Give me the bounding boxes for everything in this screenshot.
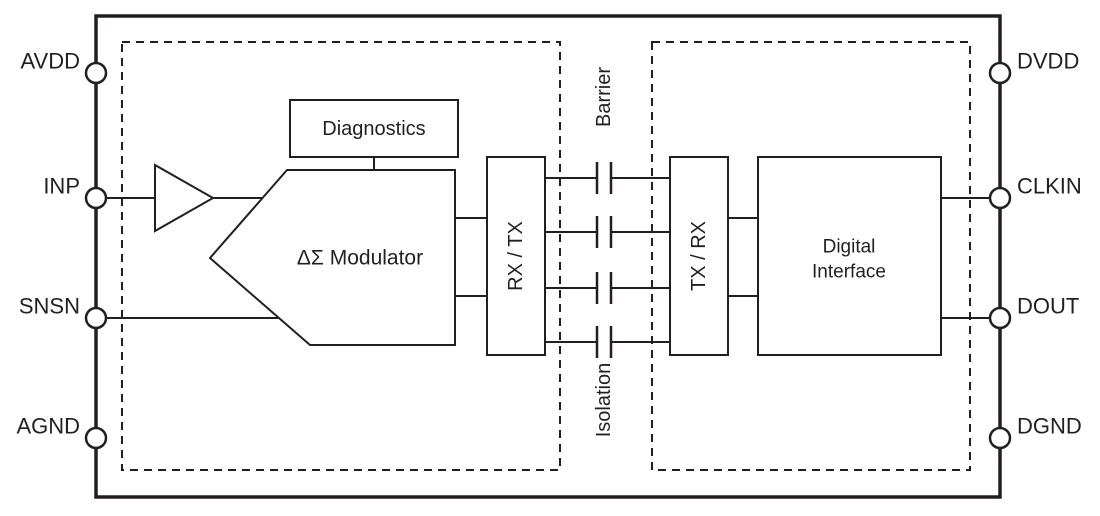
pin-snsn-circle [84,306,108,330]
pin-inp-label: INP [43,174,80,199]
isolation-barrier-bottom-label: Isolation [593,363,615,438]
isolation-channel-3 [545,272,670,304]
pin-snsn: SNSN [19,294,108,330]
pin-dgnd: DGND [988,414,1082,450]
tx-rx-label: TX / RX [688,221,710,291]
pin-dout-circle [988,306,1012,330]
pin-dout: DOUT [988,294,1079,330]
pin-inp: INP [43,174,108,210]
pin-dgnd-label: DGND [1017,414,1082,439]
pin-avdd-label: AVDD [21,49,81,74]
modulator-block [208,169,456,346]
diagnostics-block [289,99,459,158]
pin-avdd: AVDD [21,49,108,85]
isolation-channel-1 [545,162,670,194]
isolation-barrier-top-label: Barrier [593,67,615,127]
chip-outline [94,14,1002,499]
pin-clkin-circle [988,186,1012,210]
tx-rx-block [669,156,729,356]
pin-dvdd-label: DVDD [1017,49,1079,74]
pin-agnd-circle [84,426,108,450]
pin-avdd-circle [84,61,108,85]
rx-tx-label: RX / TX [505,221,527,291]
modulator-label: ΔΣ Modulator [297,247,423,270]
pin-dgnd-circle [988,426,1012,450]
pin-dvdd-circle [988,61,1012,85]
analog-domain-dashed-box [121,41,561,471]
rx-tx-block [486,156,546,356]
isolation-channel-4 [545,326,670,358]
digital-interface-label-line2: Interface [812,262,886,283]
pin-dout-label: DOUT [1017,294,1079,319]
pin-clkin: CLKIN [988,174,1082,210]
pin-agnd-label: AGND [16,414,80,439]
pin-clkin-label: CLKIN [1017,174,1082,199]
digital-interface-block [757,156,942,356]
input-amplifier-triangle [154,163,216,233]
pin-snsn-label: SNSN [19,294,80,319]
diagnostics-label: Diagnostics [322,118,425,140]
pin-dvdd: DVDD [988,49,1079,85]
isolation-channel-2 [545,216,670,248]
pin-inp-circle [84,186,108,210]
digital-interface-label-line1: Digital [823,237,876,258]
digital-domain-dashed-box [651,41,971,471]
pin-agnd: AGND [16,414,108,450]
